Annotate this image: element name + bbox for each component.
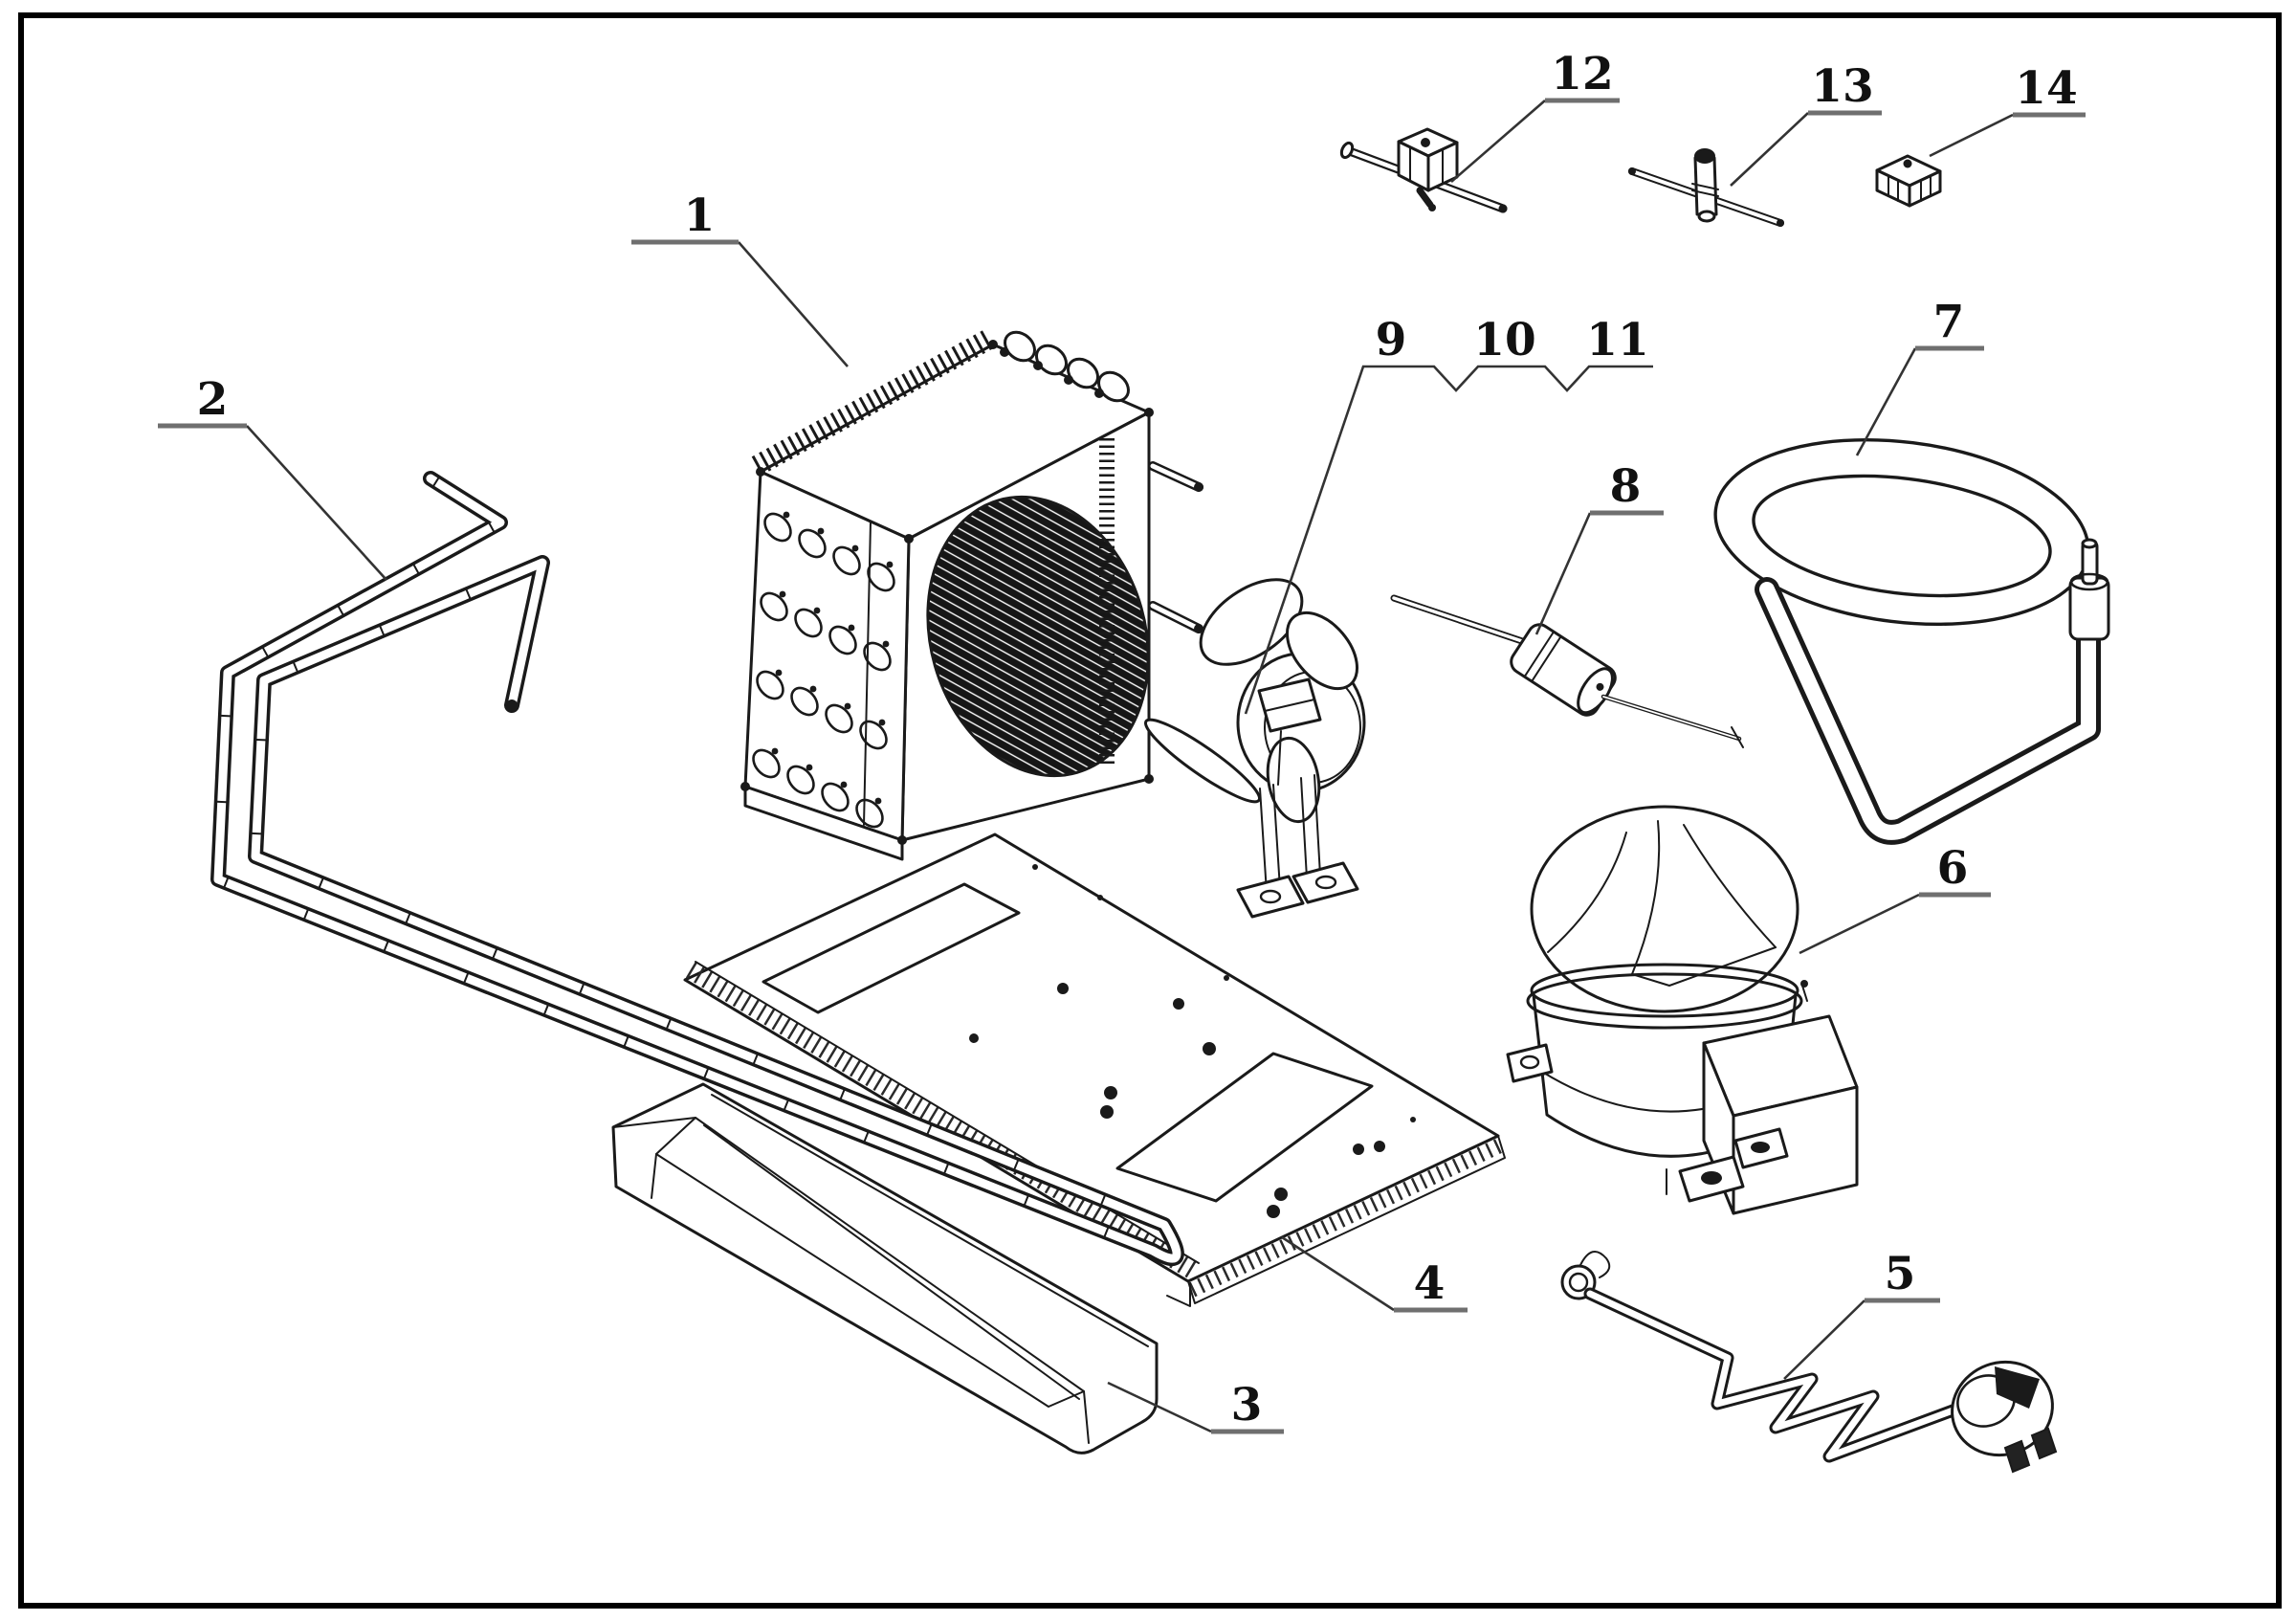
part-suction-pipe <box>1713 437 2110 845</box>
fan-blade <box>1199 578 1304 666</box>
callout-leader-7 <box>1855 347 1917 456</box>
callout-label-13: 13 <box>1811 60 1873 113</box>
callout-leader-1 <box>738 241 849 367</box>
callout-leader-2 <box>246 425 387 581</box>
callout-label-7: 7 <box>1933 296 1965 348</box>
part-relay-cover <box>1875 154 1942 208</box>
callout-leader-13 <box>1730 112 1809 187</box>
callout-label-8: 8 <box>1610 460 1642 513</box>
part-valve-12 <box>1339 127 1508 213</box>
callout-label-14: 14 <box>2015 62 2077 115</box>
fan-bracket-foot <box>1236 875 1305 919</box>
callout-label-1: 1 <box>684 189 716 242</box>
cord-clamp <box>1579 1251 1611 1278</box>
part-fan-assembly <box>1143 578 1366 919</box>
part-bent-pipe <box>210 471 1184 1267</box>
callout-label-9: 9 <box>1376 314 1407 366</box>
callout-leader-4 <box>1281 1235 1395 1312</box>
part-power-cord <box>1560 1251 2058 1474</box>
callout-label-6: 6 <box>1937 842 1969 895</box>
callout-leader-3 <box>1107 1381 1212 1433</box>
part-condenser-coil <box>740 329 1203 861</box>
callout-label-11: 11 <box>1586 314 1648 366</box>
callout-label-3: 3 <box>1231 1379 1263 1432</box>
part-compressor <box>1506 805 1859 1215</box>
callout-leader-12 <box>1450 100 1546 183</box>
part-valve-13 <box>1628 148 1784 227</box>
callout-leader-14 <box>1929 113 2014 158</box>
callout-label-4: 4 <box>1414 1257 1446 1310</box>
callout-label-12: 12 <box>1551 48 1613 100</box>
part-drain-tray <box>611 1082 1159 1454</box>
part-base-plate <box>683 833 1506 1307</box>
callout-leader-8 <box>1534 512 1592 635</box>
callout-leader-6 <box>1799 893 1920 955</box>
callout-label-5: 5 <box>1885 1248 1916 1300</box>
callout-leader-bracket <box>1244 365 1653 715</box>
callout-label-10: 10 <box>1473 314 1535 366</box>
part-filter-drier <box>1390 594 1744 748</box>
callout-leader-5 <box>1783 1299 1866 1380</box>
callout-label-2: 2 <box>197 373 229 426</box>
